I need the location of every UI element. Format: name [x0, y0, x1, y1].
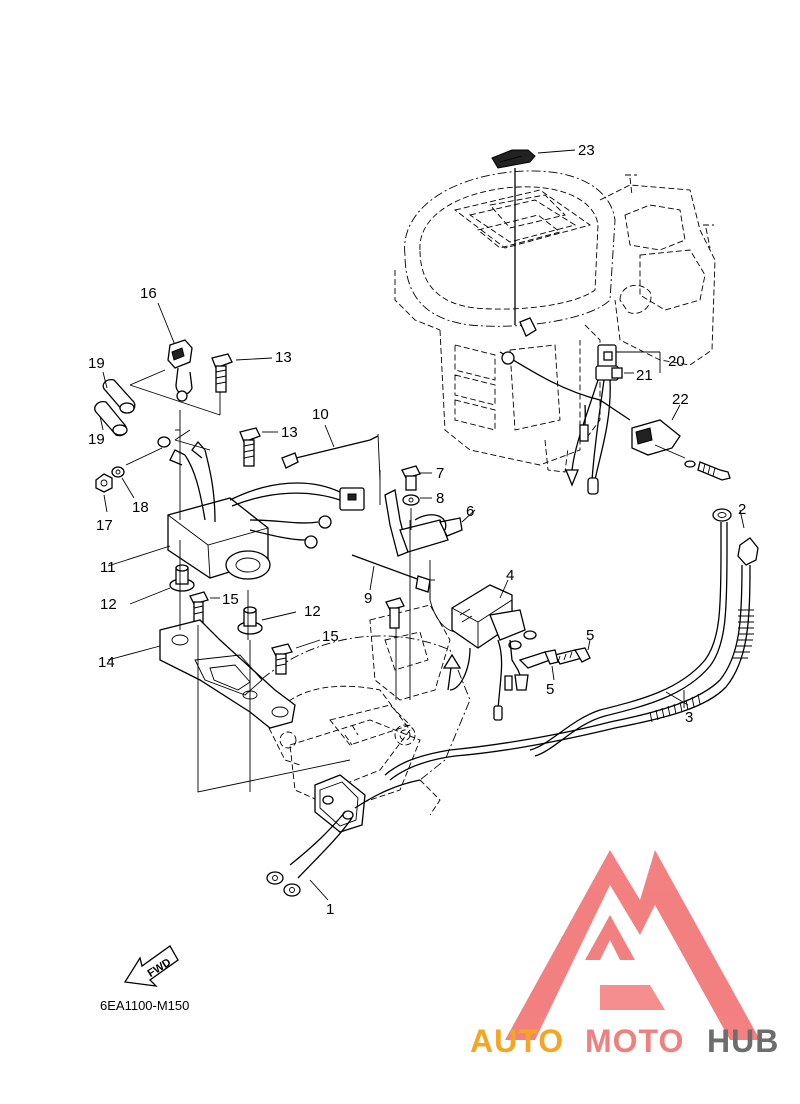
callout-16: 16: [140, 285, 157, 302]
part-19-collars: [94, 371, 136, 437]
part-11-cdi-unit: [107, 440, 365, 580]
callout-8: 8: [436, 490, 444, 507]
callout-15-top: 15: [222, 591, 239, 608]
callout-14: 14: [98, 654, 115, 671]
callout-4: 4: [506, 567, 514, 584]
callout-6: 6: [466, 503, 474, 520]
part-16-fuse-holder: [129, 302, 221, 416]
callout-18: 18: [132, 499, 149, 516]
callout-10: 10: [312, 406, 329, 423]
reference-lines: [175, 410, 431, 793]
part-6-7-8-bracket: [384, 465, 476, 557]
diagram-code: 6EA1100-M150: [100, 998, 189, 1013]
callout-12-right: 12: [304, 603, 321, 620]
part-9-cable-tie: [351, 554, 431, 593]
callout-1: 1: [326, 901, 334, 918]
part-17-18-nut-washer: [95, 429, 211, 513]
callout-21: 21: [636, 367, 653, 384]
part-14-plate: [107, 619, 296, 729]
callout-22: 22: [672, 391, 689, 408]
part-1-harness: [266, 774, 421, 901]
callout-20: 20: [668, 353, 685, 370]
part-2-3-battery-cables: [384, 508, 759, 781]
watermark-hub: HUB: [707, 1023, 779, 1059]
callout-labels: 23 20 21 22 16 13 19 19 10 13 7 8 6 18 1…: [88, 142, 746, 918]
callout-13-middle: 13: [281, 424, 298, 441]
part-12-collars: [129, 564, 297, 635]
part-13-bolt-middle: [239, 427, 278, 467]
watermark-text: AUTO MOTO HUB: [470, 1023, 779, 1059]
callout-15-bottom: 15: [322, 628, 339, 645]
callout-11: 11: [100, 559, 116, 576]
fwd-arrow-icon: FWD: [123, 945, 179, 987]
part-20-21-connectors: [499, 344, 661, 495]
callout-19-top: 19: [88, 355, 105, 372]
part-5-bolts: [504, 630, 591, 691]
part-13-bolt-top: [211, 353, 273, 393]
callout-17: 17: [96, 517, 113, 534]
callout-2: 2: [738, 501, 746, 518]
watermark-auto: AUTO: [470, 1023, 564, 1059]
bottom-cowling-outline: [249, 604, 471, 816]
part-4-regulator: [429, 579, 526, 721]
callout-3: 3: [685, 709, 693, 726]
callout-5-left: 5: [546, 681, 554, 698]
callout-12-left: 12: [100, 596, 117, 613]
watermark-logo-icon: [505, 850, 760, 1040]
callout-9: 9: [364, 590, 372, 607]
callout-13-top: 13: [275, 349, 292, 366]
watermark-logo: [505, 850, 760, 1040]
callout-5-right: 5: [586, 627, 594, 644]
part-23-clip: [491, 149, 576, 337]
watermark-moto: MOTO: [585, 1023, 684, 1059]
part-22-holder: [631, 404, 731, 481]
callout-7: 7: [436, 465, 444, 482]
callout-19-bottom: 19: [88, 431, 105, 448]
callout-23: 23: [578, 142, 595, 159]
